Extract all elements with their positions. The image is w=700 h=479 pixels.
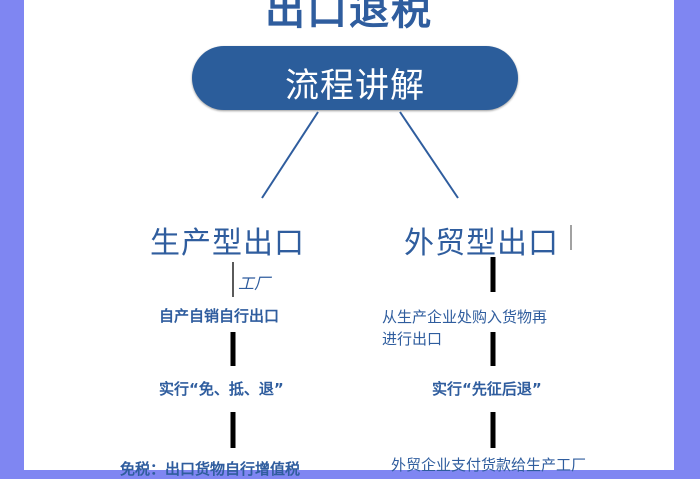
center-pill-label: 流程讲解 — [285, 66, 425, 106]
page-title: 出口退税 — [265, 0, 433, 34]
factory-label: 工厂 — [238, 274, 271, 293]
right-branch-heading: 外贸型出口 — [404, 226, 559, 261]
center-pill — [192, 46, 518, 110]
right-step-3: 外贸企业支付货款给生产工厂 — [391, 456, 587, 474]
right-step-1-line1: 从生产企业处购入货物再 — [382, 308, 548, 326]
left-diagonal-line — [261, 111, 319, 199]
left-step-1: 自产自销自行出口 — [159, 307, 280, 325]
left-step-3: 免税：出口货物自行增值税 — [120, 460, 301, 478]
left-step-2: 实行“免、抵、退” — [159, 380, 284, 398]
right-step-2: 实行“先征后退” — [432, 380, 542, 398]
right-step-1-line2: 进行出口 — [382, 330, 443, 348]
right-diagonal-line — [399, 111, 459, 199]
left-branch-heading: 生产型出口 — [150, 226, 305, 261]
